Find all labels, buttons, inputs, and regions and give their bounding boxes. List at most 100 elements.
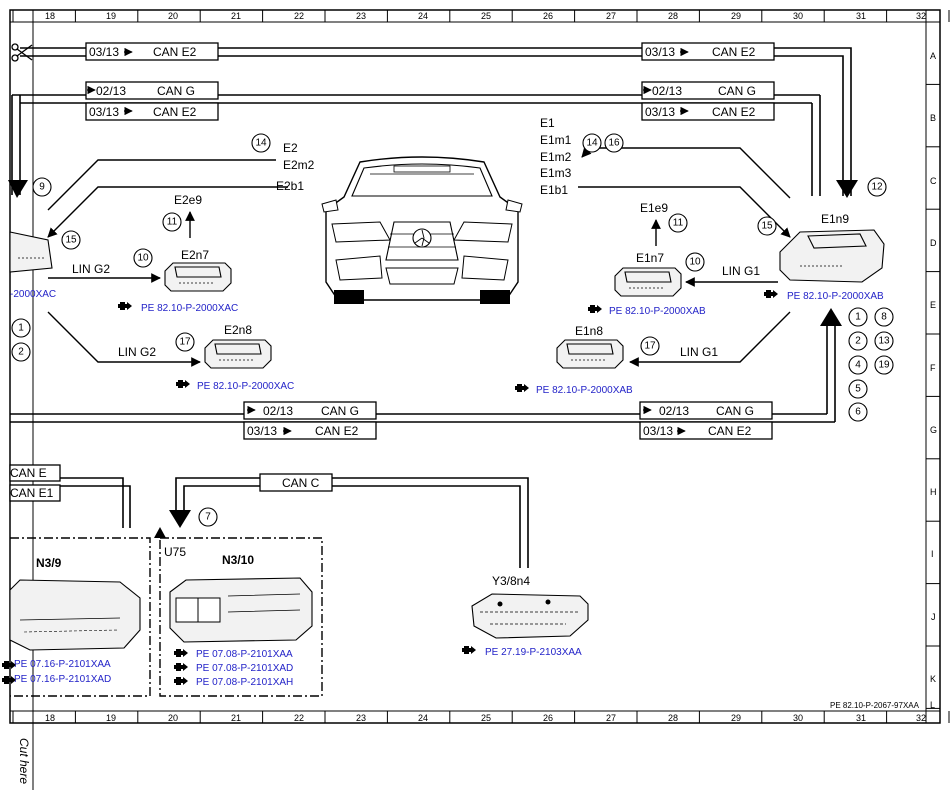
svg-text:E1n9: E1n9 <box>821 212 849 226</box>
svg-text:PE 07.08-P-2101XAA: PE 07.08-P-2101XAA <box>196 649 293 660</box>
e1n9-module: E1n9 PE 82.10-P-2000XAB <box>764 212 885 302</box>
svg-text:7: 7 <box>205 512 211 523</box>
svg-text:13: 13 <box>878 336 890 347</box>
column-label: 25 <box>481 11 491 21</box>
svg-text:11: 11 <box>167 217 178 228</box>
svg-text:15: 15 <box>761 221 773 232</box>
mid-can-route: 02/13 CAN G 03/13 CAN E2 02/13 CAN G 03/… <box>10 308 842 440</box>
top-can-g-e2-route: 02/13 CAN G 03/13 CAN E2 02/13 CAN G 03/… <box>8 81 821 198</box>
svg-text:1: 1 <box>855 312 861 323</box>
svg-text:14: 14 <box>255 138 267 149</box>
e2n8-module: E2n8 LIN G2 PE 82.10-P-2000XAC <box>47 311 294 392</box>
svg-text:19: 19 <box>878 360 890 371</box>
column-label: 18 <box>45 11 55 21</box>
column-label: 20 <box>168 713 178 723</box>
column-labels-top: 18 19 20 21 22 23 24 25 26 27 28 29 30 3… <box>45 11 926 21</box>
svg-text:CAN E2: CAN E2 <box>712 105 756 119</box>
e1e9-lamp: E1e9 <box>640 201 668 246</box>
svg-text:E2n8: E2n8 <box>224 323 252 337</box>
svg-text:PE 82.10-P-2000XAB: PE 82.10-P-2000XAB <box>536 385 633 396</box>
e2n7-module: E2n7 LIN G2 PE 82.10-P-2000XAC <box>48 248 238 314</box>
column-label: 27 <box>606 11 616 21</box>
callout-5: 5 <box>848 379 868 399</box>
svg-text:5: 5 <box>855 384 861 395</box>
svg-text:17: 17 <box>644 341 656 352</box>
svg-text:10: 10 <box>689 257 701 268</box>
column-label: 21 <box>231 11 241 21</box>
svg-text:15: 15 <box>65 235 77 246</box>
cut-here-label: Cut here <box>17 738 31 784</box>
svg-text:2: 2 <box>18 347 24 358</box>
svg-text:E1b1: E1b1 <box>540 183 568 197</box>
svg-text:PE 27.19-P-2103XAA: PE 27.19-P-2103XAA <box>485 647 582 658</box>
svg-text:N3/10: N3/10 <box>222 553 254 567</box>
y3-8n4-module: Y3/8n4 PE 27.19-P-2103XAA <box>462 574 589 658</box>
svg-text:14: 14 <box>586 138 598 149</box>
svg-text:PE 07.16-P-2101XAA: PE 07.16-P-2101XAA <box>14 659 111 670</box>
svg-text:11: 11 <box>673 218 684 229</box>
svg-text:E1m2: E1m2 <box>540 150 572 164</box>
column-label: 24 <box>418 713 428 723</box>
column-label: 21 <box>231 713 241 723</box>
callout-10-right: 10 <box>685 252 705 272</box>
svg-text:02/13: 02/13 <box>263 404 293 418</box>
row-label: B <box>930 113 936 123</box>
svg-text:PE 82.10-P-2000XAC: PE 82.10-P-2000XAC <box>197 381 294 392</box>
row-label: L <box>930 700 935 710</box>
callout-13: 13 <box>874 331 894 351</box>
row-labels: A B C D E F G H I J K L <box>930 51 937 710</box>
callout-11-right: 11 <box>668 213 688 233</box>
row-label: D <box>930 238 937 248</box>
callout-9: 9 <box>32 177 52 197</box>
svg-text:E1n8: E1n8 <box>575 324 603 338</box>
svg-text:PE 07.08-P-2101XAH: PE 07.08-P-2101XAH <box>196 677 293 688</box>
svg-text:Y3/8n4: Y3/8n4 <box>492 574 530 588</box>
svg-text:02/13: 02/13 <box>652 84 682 98</box>
column-label: 20 <box>168 11 178 21</box>
svg-text:-2000XAC: -2000XAC <box>10 289 56 300</box>
svg-text:LIN G2: LIN G2 <box>118 345 156 359</box>
callout-7: 7 <box>198 507 218 527</box>
row-label: E <box>930 300 936 310</box>
row-label: K <box>930 674 936 684</box>
callout-2: 2 <box>11 342 31 362</box>
column-label: 25 <box>481 713 491 723</box>
svg-text:E2e9: E2e9 <box>174 193 202 207</box>
svg-text:E1m3: E1m3 <box>540 166 572 180</box>
column-label: 31 <box>856 11 866 21</box>
svg-text:E1m1: E1m1 <box>540 133 572 147</box>
column-label: 29 <box>731 713 741 723</box>
svg-text:CAN E2: CAN E2 <box>712 45 756 59</box>
column-label: 24 <box>418 11 428 21</box>
callout-4: 4 <box>848 355 868 375</box>
svg-text:PE 07.08-P-2101XAD: PE 07.08-P-2101XAD <box>196 663 293 674</box>
callout-14: 14 <box>251 133 271 153</box>
left-ecu-partial: -2000XAC <box>9 231 56 300</box>
column-label: 29 <box>731 11 741 21</box>
callout-11: 11 <box>162 212 182 232</box>
callout-2-right: 2 <box>848 331 868 351</box>
e1n8-module: E1n8 LIN G1 PE 82.10-P-2000XAB <box>515 311 791 396</box>
row-label: G <box>930 425 937 435</box>
svg-text:PE 82.10-P-2000XAB: PE 82.10-P-2000XAB <box>787 291 884 302</box>
row-label: F <box>930 363 936 373</box>
svg-text:16: 16 <box>608 138 620 149</box>
column-label: 31 <box>856 713 866 723</box>
svg-text:E2: E2 <box>283 141 298 155</box>
callout-10: 10 <box>133 248 153 268</box>
column-label: 19 <box>106 713 116 723</box>
svg-text:03/13: 03/13 <box>247 424 277 438</box>
svg-text:CAN E2: CAN E2 <box>708 424 752 438</box>
callout-1: 1 <box>11 318 31 338</box>
svg-text:CAN G: CAN G <box>321 404 359 418</box>
svg-text:8: 8 <box>881 312 887 323</box>
svg-text:LIN G1: LIN G1 <box>722 264 760 278</box>
column-label: 19 <box>106 11 116 21</box>
svg-text:CAN C: CAN C <box>282 476 320 490</box>
callout-14-right: 14 <box>582 133 602 153</box>
column-label: 26 <box>543 11 553 21</box>
n3-9-module: N3/9 PE 07.16-P-2101XAA PE 07.16-P-2101X… <box>2 537 151 697</box>
column-label: 18 <box>45 713 55 723</box>
svg-text:9: 9 <box>39 182 45 193</box>
svg-text:E2m2: E2m2 <box>283 158 315 172</box>
